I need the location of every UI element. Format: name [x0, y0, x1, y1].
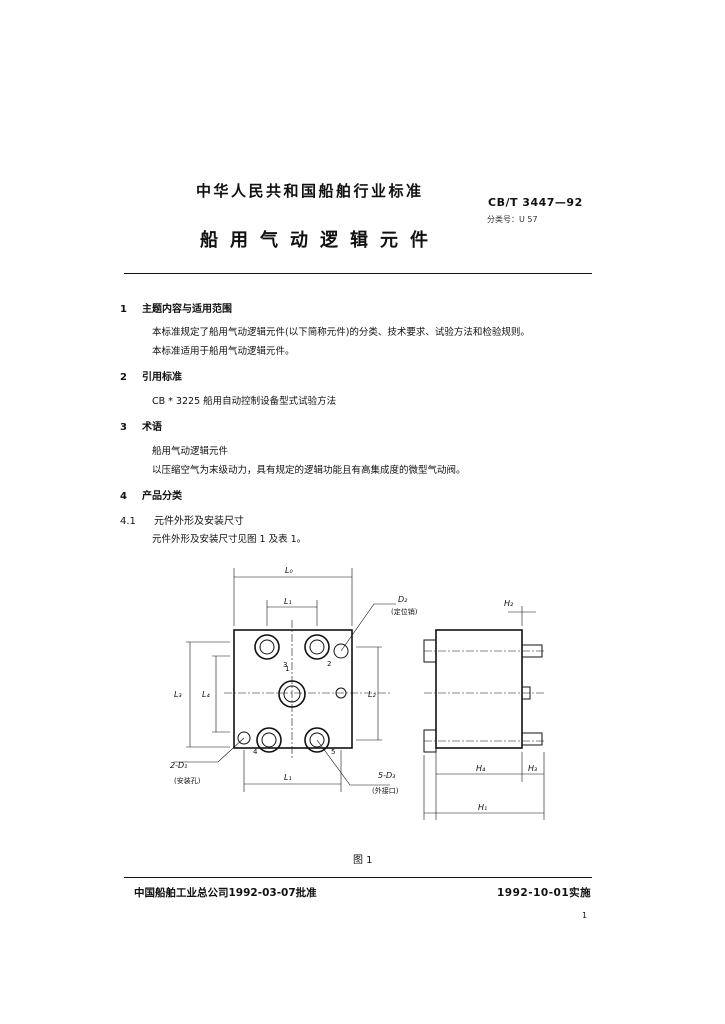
- dim-D2: D₂: [398, 595, 408, 604]
- section-4-1-line-1: 元件外形及安装尺寸见图 1 及表 1。: [152, 534, 307, 545]
- dim-D1: 2-D₁: [170, 761, 187, 770]
- section-2-line-1: CB * 3225 船用自动控制设备型式试验方法: [152, 396, 337, 407]
- positioning-pin: [333, 643, 349, 659]
- port-label-2: 2: [327, 660, 331, 668]
- label-mounting-hole: (安装孔): [174, 776, 201, 785]
- dim-D3: 5-D₃: [378, 771, 395, 780]
- standard-category-title: 中华人民共和国船舶行业标准: [196, 182, 424, 200]
- port-label-4: 4: [253, 748, 258, 756]
- section-number: 4: [120, 491, 127, 502]
- side-fitting-bottom: [521, 732, 543, 746]
- port-label-3: 3: [283, 661, 287, 669]
- section-3-heading: 3 术语: [120, 418, 162, 433]
- footer-rule: [124, 877, 592, 878]
- label-positioning-pin: (定位销): [391, 607, 418, 616]
- dim-H1: H₁: [478, 803, 487, 812]
- section-title: 引用标准: [142, 372, 182, 383]
- section-3-line-1: 船用气动逻辑元件: [152, 446, 229, 457]
- dim-L1-bottom: L₁: [284, 773, 292, 782]
- standard-code: CB/T 3447—92: [488, 196, 583, 209]
- section-title: 元件外形及安装尺寸: [154, 516, 244, 527]
- figure-1-drawing: L₀ L₁ L₁ L₃ L₄ L₂ D₂ 2-D₁ 5-D₃ H₂ H₄ H₃ …: [170, 566, 545, 820]
- section-1-heading: 1 主题内容与适用范围: [120, 300, 232, 315]
- dim-H2: H₂: [504, 599, 514, 608]
- section-number: 1: [120, 304, 127, 315]
- dim-L0: L₀: [285, 566, 293, 575]
- section-number: 4.1: [120, 516, 136, 527]
- port-label-5: 5: [331, 748, 335, 756]
- section-number: 2: [120, 372, 127, 383]
- effective-date: 1992-10-01实施: [497, 887, 592, 899]
- port-4: [256, 727, 282, 753]
- classification-number: 分类号：U 57: [487, 215, 538, 224]
- port-label-1: 1: [285, 665, 289, 673]
- figure-caption: 图 1: [353, 855, 373, 866]
- dim-H3: H₃: [528, 764, 537, 773]
- section-1-line-2: 本标准适用于船用气动逻辑元件。: [152, 346, 295, 357]
- section-2-heading: 2 引用标准: [120, 368, 182, 383]
- mounting-hole: [237, 731, 251, 745]
- port-3: [254, 634, 280, 660]
- page-number: 1: [582, 911, 588, 920]
- section-title: 主题内容与适用范围: [142, 304, 232, 315]
- section-title: 产品分类: [142, 491, 182, 502]
- positioning-pin-center: [335, 687, 347, 699]
- dim-H4: H₄: [476, 764, 486, 773]
- label-external-port: (外接口): [372, 786, 399, 795]
- section-3-line-2: 以压缩空气为末级动力，具有规定的逻辑功能且有高集成度的微型气动阀。: [152, 465, 466, 476]
- port-1: [278, 680, 306, 708]
- dim-L4: L₄: [202, 690, 210, 699]
- element-side-body: [435, 629, 523, 749]
- element-front-body: [233, 629, 353, 749]
- dim-L2: L₂: [368, 690, 376, 699]
- header-rule: [124, 273, 592, 274]
- document-title: 船用气动逻辑元件: [200, 230, 440, 251]
- section-4-heading: 4 产品分类: [120, 487, 182, 502]
- section-title: 术语: [142, 422, 162, 433]
- section-1-line-1: 本标准规定了船用气动逻辑元件(以下简称元件)的分类、技术要求、试验方法和检验规则…: [152, 327, 530, 338]
- approval-date: 中国船舶工业总公司1992-03-07批准: [134, 887, 317, 899]
- dim-L1-top: L₁: [284, 597, 292, 606]
- port-5: [304, 727, 330, 753]
- dim-L3: L₃: [174, 690, 182, 699]
- section-4-1-heading: 4.1 元件外形及安装尺寸: [120, 512, 244, 527]
- port-2: [304, 634, 330, 660]
- section-number: 3: [120, 422, 127, 433]
